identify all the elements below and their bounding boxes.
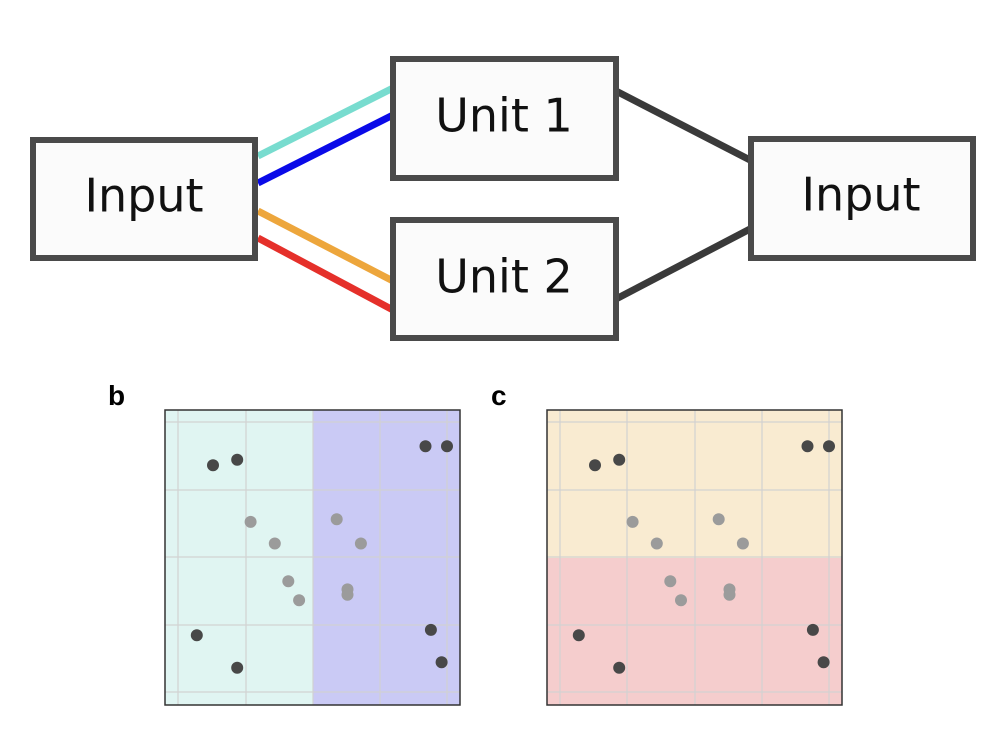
panel-c-frame xyxy=(546,409,843,706)
light-point xyxy=(675,594,687,607)
unit2-node: Unit 2 xyxy=(390,217,619,341)
connection-input-unit2-orange xyxy=(256,207,395,285)
light-point xyxy=(664,575,677,588)
input-node-right-label: Input xyxy=(801,168,920,222)
light-point xyxy=(330,513,343,526)
light-point xyxy=(723,588,736,601)
unit2-node-label: Unit 2 xyxy=(435,250,573,304)
input-node-left-label: Input xyxy=(84,169,203,223)
light-point xyxy=(341,588,354,601)
panel-b-frame xyxy=(164,409,461,706)
dark-point xyxy=(801,440,814,453)
panel-b-grid xyxy=(165,410,460,705)
dark-point xyxy=(589,459,601,472)
panel-b-label: b xyxy=(108,380,125,411)
dark-point xyxy=(231,453,244,466)
connection-input-unit1-blue xyxy=(256,111,395,187)
dark-point xyxy=(419,440,432,453)
connection-unit2-output xyxy=(614,225,752,303)
light-point xyxy=(354,537,367,550)
panel-b-points xyxy=(190,440,453,674)
light-point xyxy=(282,575,295,588)
light-point xyxy=(650,537,663,550)
dark-point xyxy=(424,623,437,636)
unit1-node-label: Unit 1 xyxy=(435,89,573,143)
connection-unit1-output xyxy=(614,87,752,164)
dark-point xyxy=(190,629,203,642)
dark-point xyxy=(817,656,830,669)
light-point xyxy=(712,513,725,526)
light-point xyxy=(268,537,281,550)
dark-point xyxy=(613,661,626,674)
panel-b-plot xyxy=(164,409,461,706)
dark-point xyxy=(806,623,819,636)
panel-c-plot xyxy=(546,409,843,706)
dark-point xyxy=(572,629,585,642)
dark-point xyxy=(823,440,835,453)
light-point xyxy=(293,594,306,607)
panel-c-grid xyxy=(547,410,842,705)
connection-input-unit2-red xyxy=(256,234,395,314)
connection-input-unit1-teal xyxy=(256,84,395,160)
panel-c-points xyxy=(572,440,835,674)
dark-point xyxy=(207,459,219,472)
panel-c-label: c xyxy=(491,380,507,411)
dark-point xyxy=(441,440,453,453)
light-point xyxy=(244,515,257,528)
unit1-node: Unit 1 xyxy=(390,56,619,181)
input-node-left: Input xyxy=(30,137,258,261)
dark-point xyxy=(435,656,448,669)
connections xyxy=(256,84,752,314)
light-point xyxy=(626,515,639,528)
input-node-right: Input xyxy=(748,136,976,261)
light-point xyxy=(736,537,749,550)
dark-point xyxy=(613,453,626,466)
dark-point xyxy=(231,661,244,674)
